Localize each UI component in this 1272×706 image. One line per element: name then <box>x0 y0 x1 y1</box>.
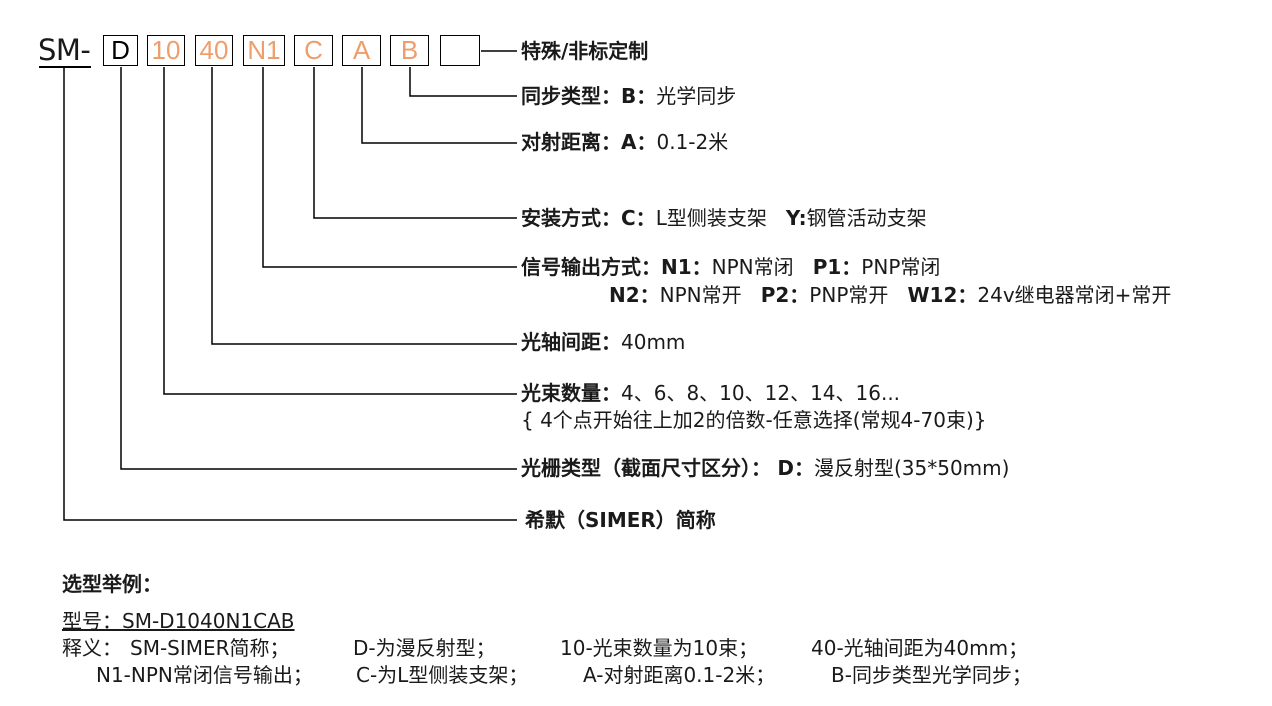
desc-sync-key: B： <box>621 84 657 108</box>
desc-type: 光栅类型（截面尺寸区分）： D：漫反射型(35*50mm) <box>521 456 1009 480</box>
desc-mount-key-c: C： <box>621 206 656 230</box>
desc-brand: 希默（SIMER）简称 <box>525 508 716 532</box>
code-box-range: A <box>342 35 381 66</box>
example-model-row: 型号：SM-D1040N1CAB <box>62 609 295 633</box>
line-sync <box>409 67 517 97</box>
code-box-beams: 10 <box>147 35 185 66</box>
desc-mount-label: 安装方式： <box>521 206 621 230</box>
example-meaning-m3: 10-光束数量为10束； <box>560 636 759 660</box>
desc-sync-label: 同步类型： <box>521 84 621 108</box>
desc-sync: 同步类型：B：光学同步 <box>521 84 736 108</box>
desc-output-value-n2: NPN常开 <box>659 283 742 307</box>
desc-output-key-p2: P2： <box>760 283 810 307</box>
code-box-type: D <box>103 35 138 66</box>
desc-brand-label: 希默（SIMER）简称 <box>525 508 716 532</box>
desc-spacing-value: 40mm <box>621 330 686 354</box>
example-meaning-m4: 40-光轴间距为40mm； <box>811 636 1029 660</box>
example-meaning-row1: 释义： <box>62 636 122 660</box>
desc-range: 对射距离：A：0.1-2米 <box>521 130 728 154</box>
code-box-spacing: 40 <box>195 35 233 66</box>
example-meaning-m5: N1-NPN常闭信号输出； <box>96 663 313 687</box>
desc-output-value-p1: PNP常闭 <box>861 255 941 279</box>
desc-output-value-n1: NPN常闭 <box>711 255 794 279</box>
example-meaning-m8: B-同步类型光学同步； <box>831 663 1032 687</box>
desc-type-label: 光栅类型（截面尺寸区分）： <box>521 456 771 480</box>
desc-beams-label: 光束数量： <box>521 381 621 405</box>
code-box-output: N1 <box>243 35 285 66</box>
line-mount <box>313 67 517 219</box>
code-box-special <box>440 35 480 66</box>
code-box-mount: C <box>294 35 333 66</box>
line-type <box>120 67 517 470</box>
line-beams <box>163 67 517 395</box>
line-spacing <box>211 67 517 345</box>
line-range <box>361 67 517 144</box>
example-meaning-label: 释义： <box>62 636 122 660</box>
desc-range-key: A： <box>621 130 657 154</box>
desc-output-key-n1: N1： <box>661 255 712 279</box>
desc-beams-line1: 光束数量：4、6、8、10、12、14、16... <box>521 381 900 405</box>
code-prefix: SM- <box>38 33 91 67</box>
desc-mount-value-c: L型侧装支架 <box>655 206 767 230</box>
desc-special: 特殊/非标定制 <box>521 39 648 63</box>
desc-sync-value: 光学同步 <box>656 84 737 108</box>
desc-beams-line2: { 4个点开始往上加2的倍数-任意选择(常规4-70束)} <box>521 408 987 432</box>
desc-special-label: 特殊/非标定制 <box>521 39 649 63</box>
desc-output-value-p2: PNP常开 <box>809 283 889 307</box>
desc-range-value: 0.1-2米 <box>656 130 729 154</box>
line-output <box>262 67 517 268</box>
desc-mount-key-y: Y: <box>785 206 807 230</box>
desc-output-line1: 信号输出方式：N1：NPN常闭 P1：PNP常闭 <box>521 255 940 279</box>
desc-spacing: 光轴间距：40mm <box>521 330 685 354</box>
desc-mount-value-y: 钢管活动支架 <box>806 206 927 230</box>
desc-mount: 安装方式：C：L型侧装支架 Y:钢管活动支架 <box>521 206 927 230</box>
example-meaning-m2: D-为漫反射型； <box>353 636 496 660</box>
code-box-sync: B <box>390 35 429 66</box>
code-prefix-underline <box>39 66 91 68</box>
desc-output-key-w12: W12： <box>907 283 978 307</box>
desc-type-value: 漫反射型(35*50mm) <box>813 456 1010 480</box>
example-meaning-m1: SM-SIMER简称； <box>130 636 290 660</box>
desc-range-label: 对射距离： <box>521 130 621 154</box>
desc-output-line2: N2：NPN常开 P2：PNP常开 W12：24v继电器常闭+常开 <box>609 283 1171 307</box>
desc-output-value-w12: 24v继电器常闭+常开 <box>977 283 1172 307</box>
example-model-label: 型号： <box>62 609 122 633</box>
line-brand <box>63 68 517 521</box>
example-model-value: SM-D1040N1CAB <box>122 609 295 633</box>
desc-output-label: 信号输出方式： <box>521 255 661 279</box>
example-meaning-m6: C-为L型侧装支架； <box>356 663 529 687</box>
desc-beams-value: 4、6、8、10、12、14、16... <box>621 381 901 405</box>
desc-type-key: D： <box>777 456 814 480</box>
desc-output-key-p1: P1： <box>812 255 862 279</box>
example-title: 选型举例： <box>62 572 162 596</box>
desc-spacing-label: 光轴间距： <box>521 330 621 354</box>
desc-output-key-n2: N2： <box>609 283 660 307</box>
example-meaning-m7: A-对射距离0.1-2米； <box>583 663 776 687</box>
